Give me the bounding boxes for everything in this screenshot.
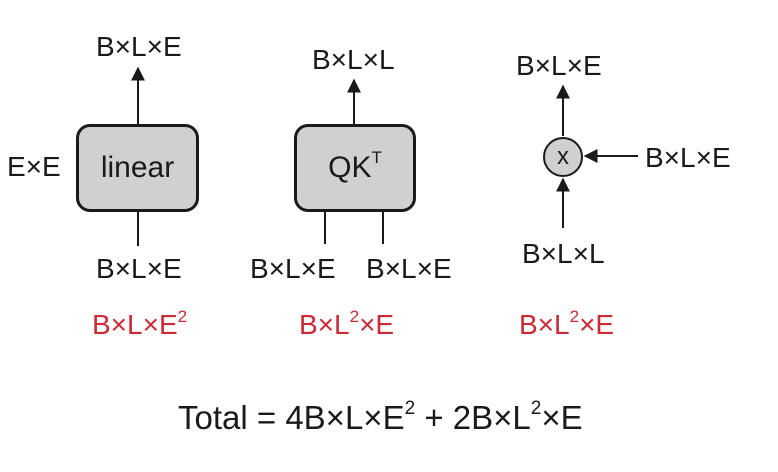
qk-cost-post: ×E — [359, 309, 395, 340]
total-exp2: 2 — [530, 398, 542, 419]
mult-cost-pre: B×L — [519, 309, 570, 340]
qk-input-label-left: B×L×E — [250, 253, 336, 284]
mult-cost-exp: 2 — [569, 307, 580, 326]
linear-weight-label: E×E — [7, 151, 61, 182]
qk-cost-exp: 2 — [349, 307, 360, 326]
qk-output-label: B×L×L — [312, 44, 395, 75]
mult-right-input-label: B×L×E — [645, 142, 731, 173]
linear-box: linear — [76, 124, 199, 212]
mult-bottom-input-label: B×L×L — [522, 238, 605, 269]
multiply-symbol: x — [557, 143, 569, 170]
total-part1: Total = 4B×L×E — [178, 399, 405, 436]
multiply-node: x — [543, 137, 583, 177]
qk-box: QKT — [294, 124, 416, 212]
mult-cost-post: ×E — [579, 309, 615, 340]
mult-output-label: B×L×E — [516, 50, 602, 81]
total-formula: Total = 4B×L×E2 + 2B×L2×E — [178, 398, 583, 436]
qk-cost-pre: B×L — [299, 309, 350, 340]
total-exp1: 2 — [404, 398, 416, 419]
linear-cost-base: B×L×E — [92, 309, 178, 340]
linear-cost-label: B×L×E2 — [92, 308, 187, 340]
linear-box-label: linear — [100, 151, 175, 184]
qk-cost-label: B×L2×E — [299, 308, 395, 340]
linear-output-label: B×L×E — [96, 31, 182, 62]
total-part2: + 2B×L — [415, 399, 531, 436]
linear-cost-exp: 2 — [177, 307, 188, 326]
linear-input-label: B×L×E — [96, 253, 182, 284]
mult-cost-label: B×L2×E — [519, 308, 615, 340]
qk-input-label-right: B×L×E — [366, 253, 452, 284]
qk-box-label: QKT — [328, 148, 382, 184]
total-part3: ×E — [541, 399, 583, 436]
